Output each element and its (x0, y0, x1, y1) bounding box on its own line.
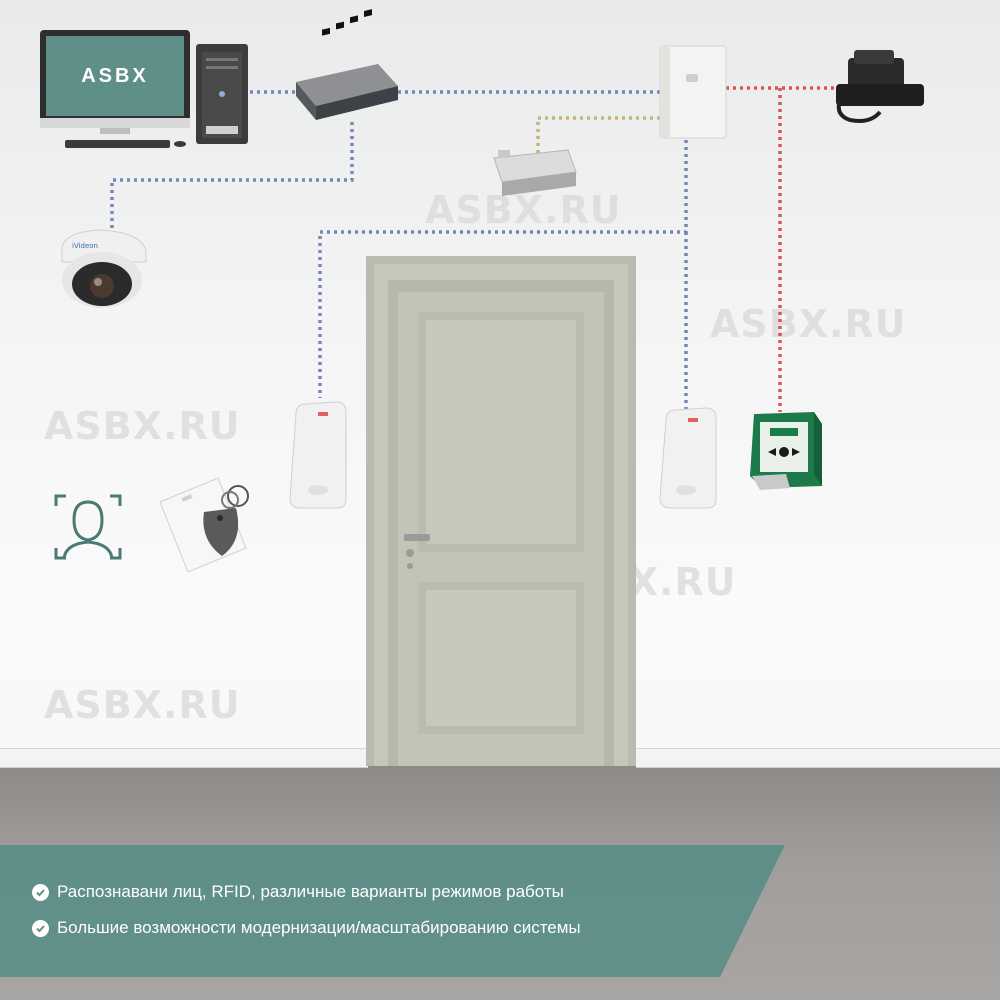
watermark: ASBX.RU (710, 302, 907, 346)
watermark: ASBX.RU (44, 404, 241, 448)
baseboard-left (0, 748, 368, 768)
feature-item: Распознавани лиц, RFID, различные вариан… (32, 882, 564, 902)
feature-text: Большие возможности модернизации/масштаб… (57, 918, 581, 937)
baseboard-right (636, 748, 1000, 768)
face-recognition-icon (54, 494, 122, 560)
card-reader-icon (289, 401, 347, 509)
feature-text: Распознавани лиц, RFID, различные вариан… (57, 882, 564, 901)
door-icon (366, 256, 636, 766)
network-wires (110, 90, 688, 412)
feature-item: Большие возможности модернизации/масштаб… (32, 918, 581, 938)
controller-icon (659, 45, 727, 139)
watermark: ASBX.RU (44, 683, 241, 727)
check-icon (32, 919, 49, 937)
network-switch-icon (296, 9, 398, 120)
emergency-button-icon (750, 412, 822, 490)
rfid-card-icon (159, 477, 249, 573)
card-reader-icon (659, 407, 717, 509)
monitor-label: ASBX (81, 65, 149, 87)
svg-text:iVideon: iVideon (72, 242, 98, 250)
watermark: ASBX.RU (425, 188, 622, 232)
pc-tower-icon (196, 44, 248, 144)
features-panel (0, 845, 785, 977)
electromagnetic-lock-icon (493, 149, 577, 196)
monitor-icon: ASBX (40, 30, 190, 148)
check-icon (32, 883, 49, 901)
dome-camera-icon: iVideon (61, 229, 147, 308)
power-supply-icon (836, 50, 924, 123)
lock-wire (536, 116, 660, 158)
power-wires (726, 86, 838, 412)
